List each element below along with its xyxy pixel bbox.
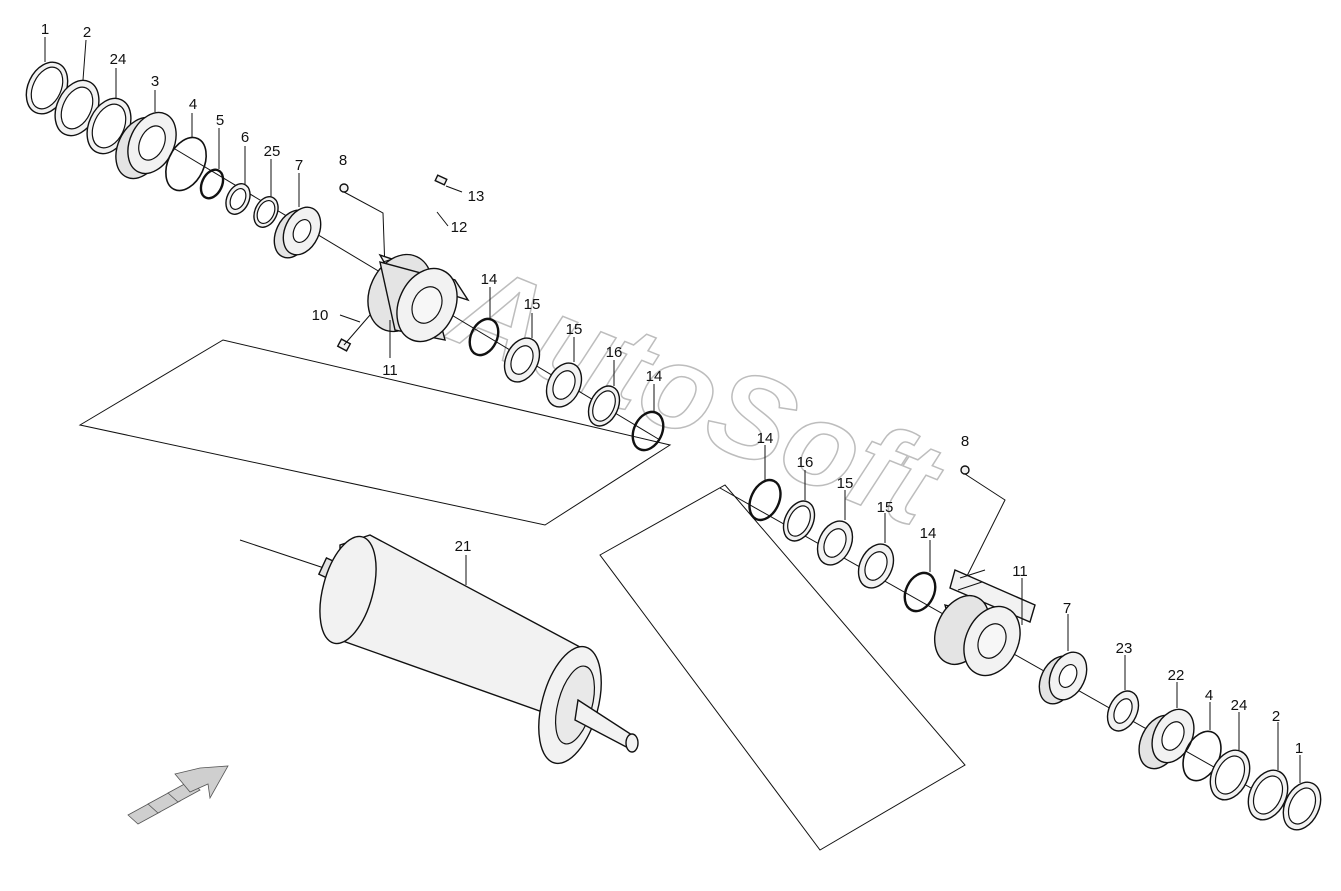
snap-ring-left bbox=[25, 61, 69, 115]
callout-25: 25 bbox=[264, 143, 281, 160]
grease-nipple-8-right bbox=[959, 465, 1006, 591]
spacer-15-b bbox=[545, 362, 583, 408]
bearing-7-left bbox=[273, 206, 322, 259]
callout-15: 15 bbox=[877, 499, 894, 516]
washer-2-right bbox=[1247, 769, 1289, 821]
leader-lines bbox=[44, 37, 1301, 783]
spacer-15-c bbox=[816, 520, 854, 566]
snap-ring-right bbox=[1282, 781, 1322, 831]
o-ring-4-left bbox=[165, 136, 207, 192]
callout-7: 7 bbox=[1063, 600, 1071, 617]
spacer-23 bbox=[1106, 690, 1140, 732]
callout-2: 2 bbox=[1272, 708, 1280, 725]
callout-6: 6 bbox=[241, 129, 249, 146]
callout-11: 11 bbox=[382, 362, 398, 379]
callout-24: 24 bbox=[1231, 697, 1248, 714]
circlip-14-d bbox=[903, 571, 937, 613]
seal-16-a bbox=[587, 385, 621, 427]
callout-1: 1 bbox=[1295, 740, 1303, 757]
callout-14: 14 bbox=[757, 430, 774, 447]
callout-12: 12 bbox=[451, 219, 468, 236]
callout-16: 16 bbox=[797, 454, 814, 471]
callout-15: 15 bbox=[837, 475, 854, 492]
grease-nipple-8-left bbox=[339, 183, 386, 271]
bearing-housing-11-right bbox=[934, 569, 1036, 677]
direction-arrow-icon bbox=[127, 765, 229, 825]
callout-15: 15 bbox=[566, 321, 583, 338]
bolt-10 bbox=[336, 314, 371, 352]
spacer-15-a bbox=[503, 337, 541, 383]
callout-7: 7 bbox=[295, 157, 303, 174]
right-assembly-plane bbox=[599, 484, 966, 851]
roller-drum-21 bbox=[317, 534, 639, 765]
circlip-14-c bbox=[748, 478, 782, 522]
callout-11: 11 bbox=[1012, 563, 1028, 580]
callout-4: 4 bbox=[189, 96, 197, 113]
housing-3 bbox=[115, 111, 177, 180]
callout-22: 22 bbox=[1168, 667, 1185, 684]
callout-10: 10 bbox=[312, 307, 329, 324]
spacer-6 bbox=[225, 183, 251, 215]
callout-8: 8 bbox=[339, 152, 347, 169]
callout-1: 1 bbox=[41, 21, 49, 38]
callout-3: 3 bbox=[151, 73, 159, 90]
callout-8: 8 bbox=[961, 433, 969, 450]
spacer-15-d bbox=[857, 543, 895, 589]
pin-13 bbox=[434, 174, 448, 186]
callout-15: 15 bbox=[524, 296, 541, 313]
left-assembly-plane bbox=[78, 339, 672, 526]
callout-16: 16 bbox=[606, 344, 623, 361]
callout-13: 13 bbox=[468, 188, 485, 205]
shim-25 bbox=[253, 196, 279, 228]
circlip-14-a bbox=[468, 317, 500, 357]
callout-4: 4 bbox=[1205, 687, 1213, 704]
bearing-7-right bbox=[1038, 651, 1088, 705]
callout-14: 14 bbox=[481, 271, 498, 288]
callout-24: 24 bbox=[110, 51, 127, 68]
callout-14: 14 bbox=[646, 368, 663, 385]
seal-24-right bbox=[1209, 749, 1251, 801]
seal-16-b bbox=[782, 500, 816, 542]
circlip-5 bbox=[199, 168, 225, 200]
callout-labels: 1 2 24 3 4 5 6 25 7 8 13 12 10 11 14 15 … bbox=[41, 21, 1303, 757]
callout-2: 2 bbox=[83, 24, 91, 41]
circlip-14-b bbox=[631, 410, 665, 452]
housing-22 bbox=[1138, 708, 1195, 770]
callout-5: 5 bbox=[216, 112, 224, 129]
callout-23: 23 bbox=[1116, 640, 1133, 657]
washer-2-left bbox=[54, 79, 100, 137]
callout-21: 21 bbox=[455, 538, 472, 555]
callout-14: 14 bbox=[920, 525, 937, 542]
bearing-housing-11-left bbox=[367, 253, 470, 343]
